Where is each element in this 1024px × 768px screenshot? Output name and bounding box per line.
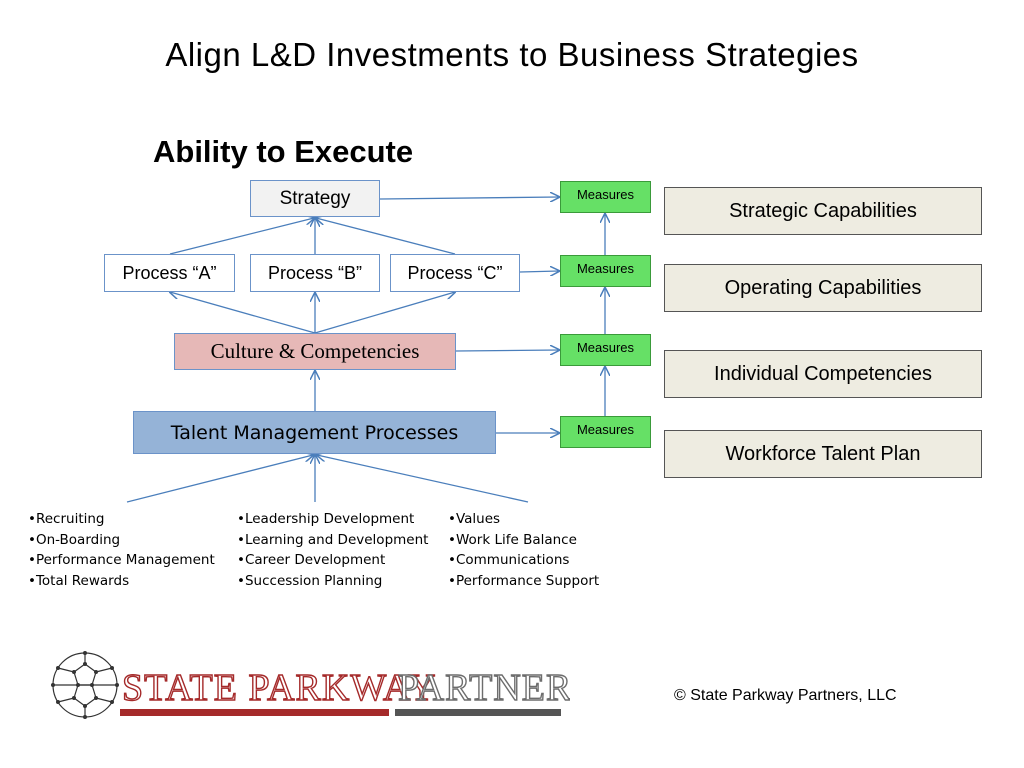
arrow-proc-c-strategy [316, 218, 456, 255]
measures-box-process: Measures [560, 255, 651, 287]
slide-title: Align L&D Investments to Business Strate… [165, 36, 859, 73]
measures-box-talent: Measures [560, 416, 651, 448]
arrow-proc-c-measures [519, 271, 559, 272]
talent-management-box: Talent Management Processes [133, 411, 496, 454]
logo-bar-red [120, 709, 389, 716]
strategy-box: Strategy [250, 180, 380, 217]
state-parkway-logo: STATE PARKWAY PARTNERS [51, 651, 570, 719]
process-c-box: Process “C” [390, 254, 520, 292]
strategic-capabilities-box: Strategic Capabilities [664, 187, 982, 235]
process-a-box: Process “A” [104, 254, 235, 292]
bullet-list-development: Leadership Development Learning and Deve… [237, 509, 428, 592]
process-b-box: Process “B” [250, 254, 380, 292]
culture-competencies-box: Culture & Competencies [174, 333, 456, 370]
arrow-strategy-measures [379, 197, 559, 199]
logo-text-secondary: PARTNERS [398, 667, 570, 709]
diagram-subtitle: Ability to Execute [153, 134, 414, 169]
buckyball-icon [51, 651, 119, 719]
list-item: Succession Planning [237, 571, 428, 592]
copyright-text: © State Parkway Partners, LLC [674, 687, 897, 704]
list-item: Values [448, 509, 599, 530]
arrow-culture-proc-c [314, 292, 455, 334]
operating-capabilities-box: Operating Capabilities [664, 264, 982, 312]
list-item: Performance Support [448, 571, 599, 592]
measures-box-strategy: Measures [560, 181, 651, 213]
list-item: Work Life Balance [448, 530, 599, 551]
workforce-talent-plan-box: Workforce Talent Plan [664, 430, 982, 478]
measures-box-culture: Measures [560, 334, 651, 366]
list-item: Recruiting [28, 509, 215, 530]
bullet-list-culture: Values Work Life Balance Communications … [448, 509, 599, 592]
arrow-bullets-right [317, 455, 529, 503]
arrow-culture-measures [455, 350, 559, 351]
list-item: Career Development [237, 550, 428, 571]
arrow-proc-a-strategy [169, 218, 314, 255]
list-item: Communications [448, 550, 599, 571]
list-item: Leadership Development [237, 509, 428, 530]
arrow-bullets-left [126, 455, 313, 503]
list-item: Performance Management [28, 550, 215, 571]
list-item: On-Boarding [28, 530, 215, 551]
bullet-list-talent: Recruiting On-Boarding Performance Manag… [28, 509, 215, 592]
individual-competencies-box: Individual Competencies [664, 350, 982, 398]
arrow-culture-proc-a [170, 292, 316, 334]
list-item: Total Rewards [28, 571, 215, 592]
logo-text-primary: STATE PARKWAY [122, 667, 436, 709]
logo-bar-gray [395, 709, 561, 716]
list-item: Learning and Development [237, 530, 428, 551]
